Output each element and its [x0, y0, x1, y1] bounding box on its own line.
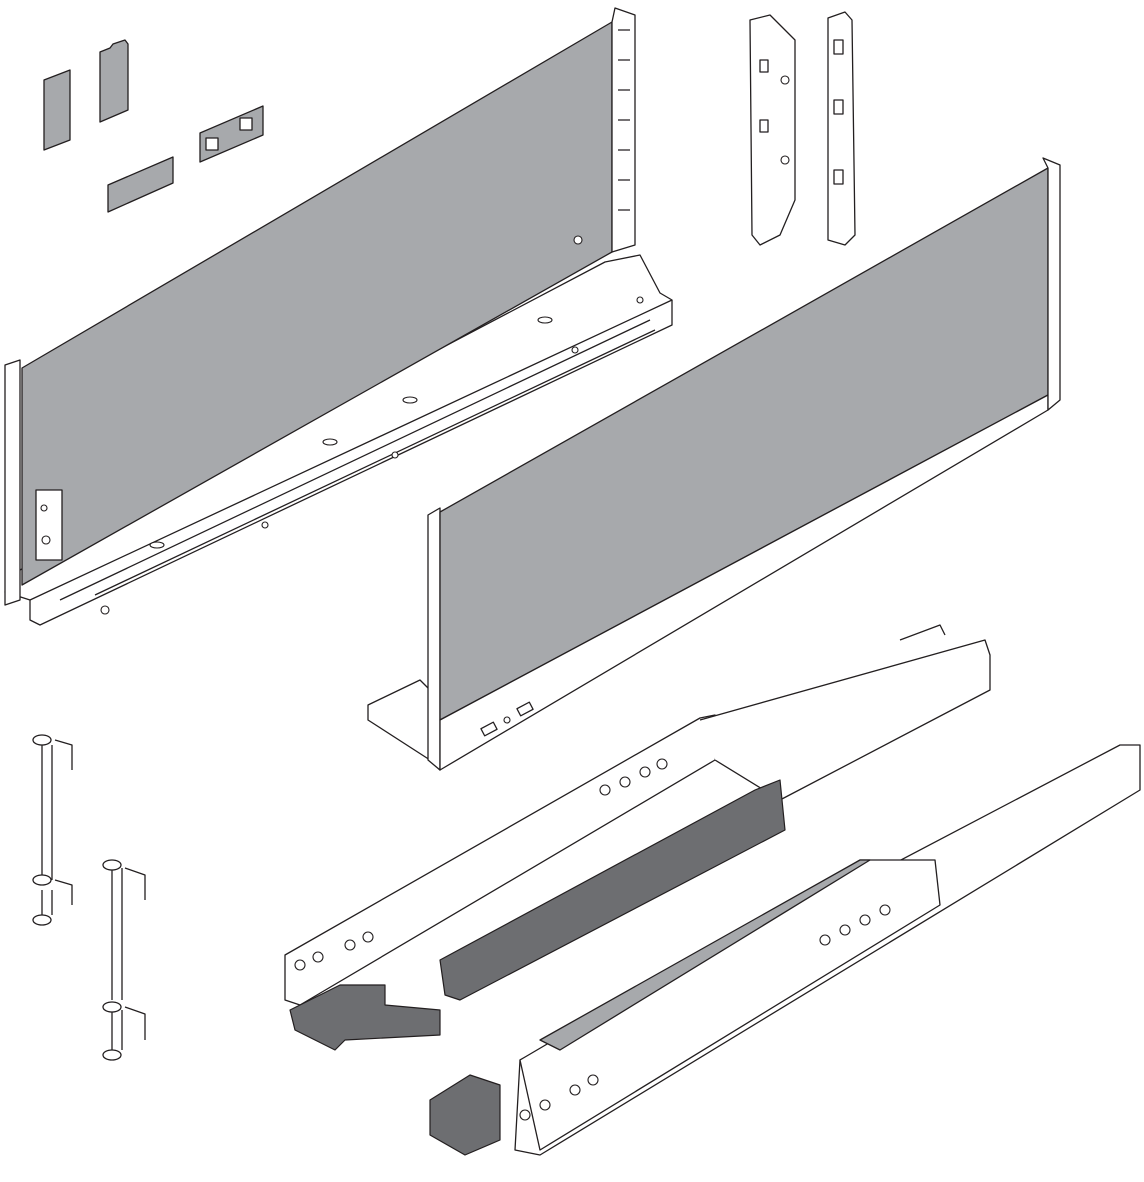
- rear-brackets: [749, 11, 856, 246]
- lower-runner: [429, 744, 1141, 1156]
- connector-pins: [32, 734, 146, 1061]
- upper-runner: [284, 624, 991, 1051]
- cover-caps: [43, 39, 264, 213]
- right-side-panel: [367, 157, 1061, 771]
- left-side-panel: [4, 7, 673, 626]
